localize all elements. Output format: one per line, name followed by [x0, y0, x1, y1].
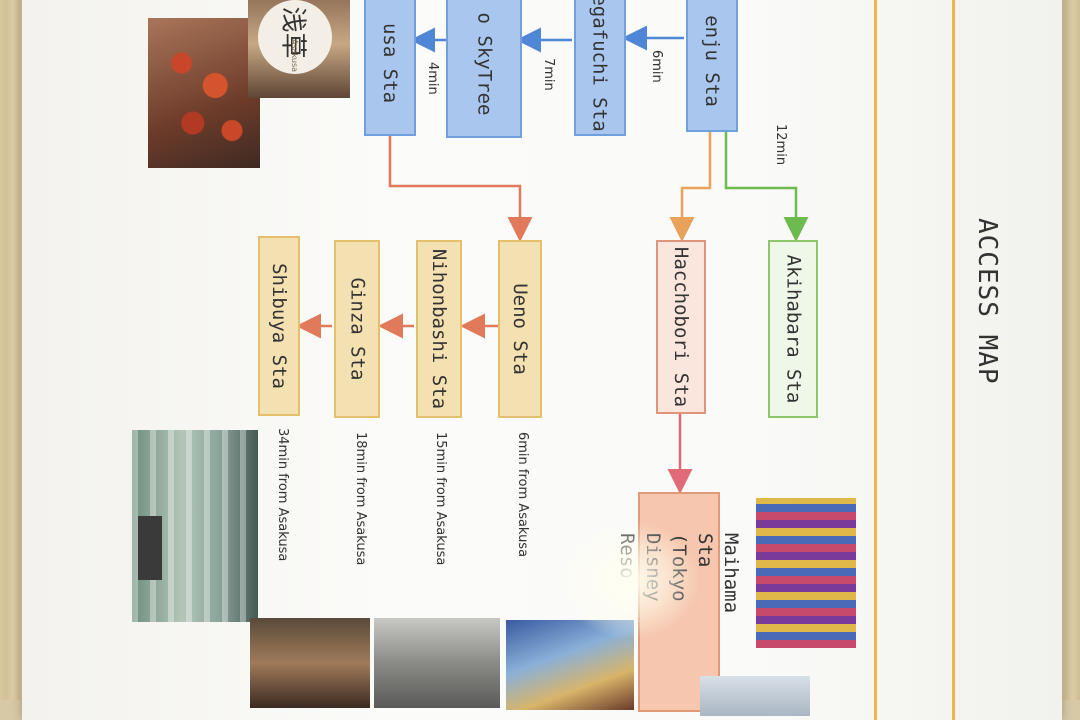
route-lines: [296, 25, 809, 494]
station-asakusa: usa Sta: [364, 0, 416, 136]
station-akihabara: Akihabara Sta: [768, 240, 818, 418]
map-title: ACCESS MAP: [972, 218, 1002, 385]
time-shibuya: 34min from Asakusa: [275, 428, 290, 562]
time-to-akihabara: 12min: [773, 124, 788, 166]
station-hacchobori: Hacchobori Sta: [656, 240, 706, 414]
line-kitasenju-akihabara: [724, 132, 809, 242]
station-asakusa-label: usa Sta: [379, 22, 402, 104]
time-ginza: 18min from Asakusa: [353, 432, 368, 566]
station-ueno-label: Ueno Sta: [509, 283, 532, 375]
sign-post: [138, 516, 162, 580]
station-kitasenju-label: enju Sta: [701, 15, 724, 107]
time-ueno: 6min from Asakusa: [515, 432, 530, 558]
nihonbashi-photo: [374, 618, 500, 708]
station-hacchobori-label: Hacchobori Sta: [670, 246, 692, 408]
lantern-photo: [148, 18, 260, 168]
station-nihonbashi: Nihonbashi Sta: [416, 240, 462, 418]
station-shibuya: Shibuya Sta: [258, 236, 300, 416]
time-to-skytree: 7min: [541, 58, 556, 91]
station-maihama-label: Maihama Sta (Tokyo Disney Reso: [616, 532, 743, 614]
line-asakusa-ueno: [388, 136, 533, 242]
station-nihonbashi-label: Nihonbashi Sta: [428, 248, 450, 410]
ginza-photo: [250, 618, 370, 708]
station-ginza-label: Ginza Sta: [346, 277, 369, 381]
asakusa-caption: Asakusa: [290, 38, 300, 73]
time-to-hikifune: 6min: [649, 50, 664, 83]
station-hikifune-label: egafuchi Sta: [589, 0, 611, 132]
station-skytree: o SkyTree: [446, 0, 522, 138]
station-ginza: Ginza Sta: [334, 240, 380, 418]
station-kitasenju: enju Sta: [686, 0, 738, 132]
frame-border-inner: [874, 0, 877, 720]
station-shibuya-label: Shibuya Sta: [268, 263, 290, 389]
time-to-asakusa: 4min: [425, 62, 440, 95]
station-skytree-label: o SkyTree: [473, 12, 496, 116]
disney-photo: [700, 676, 810, 716]
asakusa-badge: 浅草 Asakusa: [258, 0, 332, 74]
time-nihonbashi: 15min from Asakusa: [433, 432, 448, 566]
line-kitasenju-hacchobori: [669, 132, 712, 242]
station-ueno: Ueno Sta: [498, 240, 542, 418]
shibuya-street-photo: [132, 430, 258, 622]
station-akihabara-label: Akihabara Sta: [782, 254, 804, 404]
station-hikifune: egafuchi Sta: [574, 0, 626, 136]
ueno-photo: [506, 620, 634, 710]
frame-border-outer: [952, 0, 955, 720]
akihabara-signs-photo: [756, 498, 856, 648]
asakusa-badge-photo: 浅草 Asakusa: [248, 0, 350, 98]
